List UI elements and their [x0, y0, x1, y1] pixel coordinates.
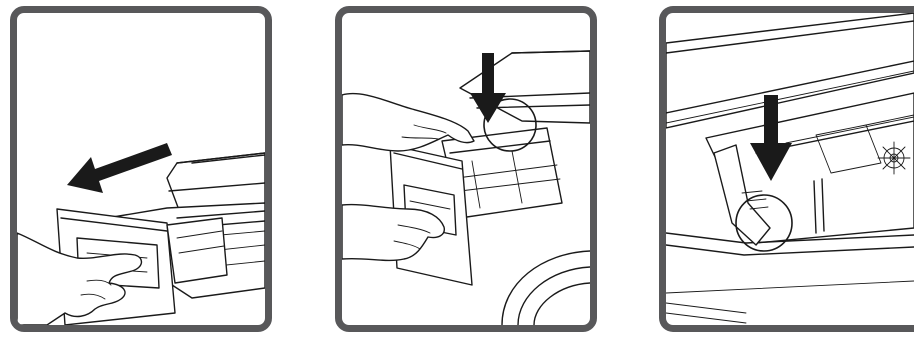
- gear-detail: [878, 142, 910, 174]
- step-2-illustration: [342, 13, 590, 325]
- step-1-illustration: [17, 13, 265, 325]
- step-3-panel: [659, 6, 914, 332]
- left-arrow-icon: [67, 143, 172, 193]
- step-2-panel: [335, 6, 597, 332]
- step-3-illustration: [666, 13, 914, 325]
- step-1-panel: [10, 6, 272, 332]
